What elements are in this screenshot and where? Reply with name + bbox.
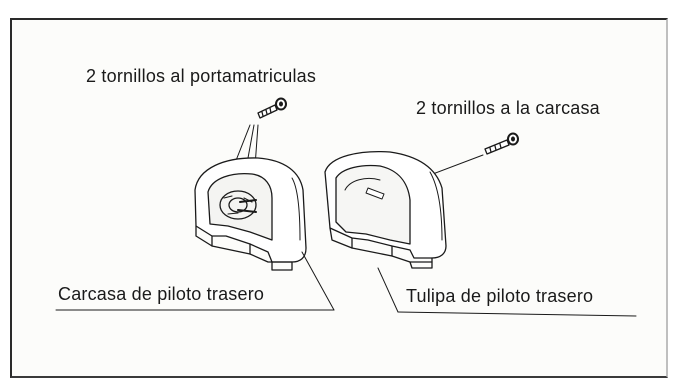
- callout-housing: [301, 251, 335, 311]
- label-lens: Tulipa de piloto trasero: [406, 286, 594, 306]
- screw-plate-icon: [257, 97, 287, 119]
- lens-part: [324, 150, 447, 269]
- screw-housing-icon: [484, 132, 519, 155]
- label-housing: Carcasa de piloto trasero: [58, 284, 265, 304]
- label-screws-plate: 2 tornillos al portamatriculas: [86, 66, 317, 86]
- callout-lens: [377, 267, 399, 313]
- underline-lens: [397, 311, 637, 317]
- label-screws-housing: 2 tornillos a la carcasa: [416, 98, 600, 118]
- housing-part: [194, 157, 307, 271]
